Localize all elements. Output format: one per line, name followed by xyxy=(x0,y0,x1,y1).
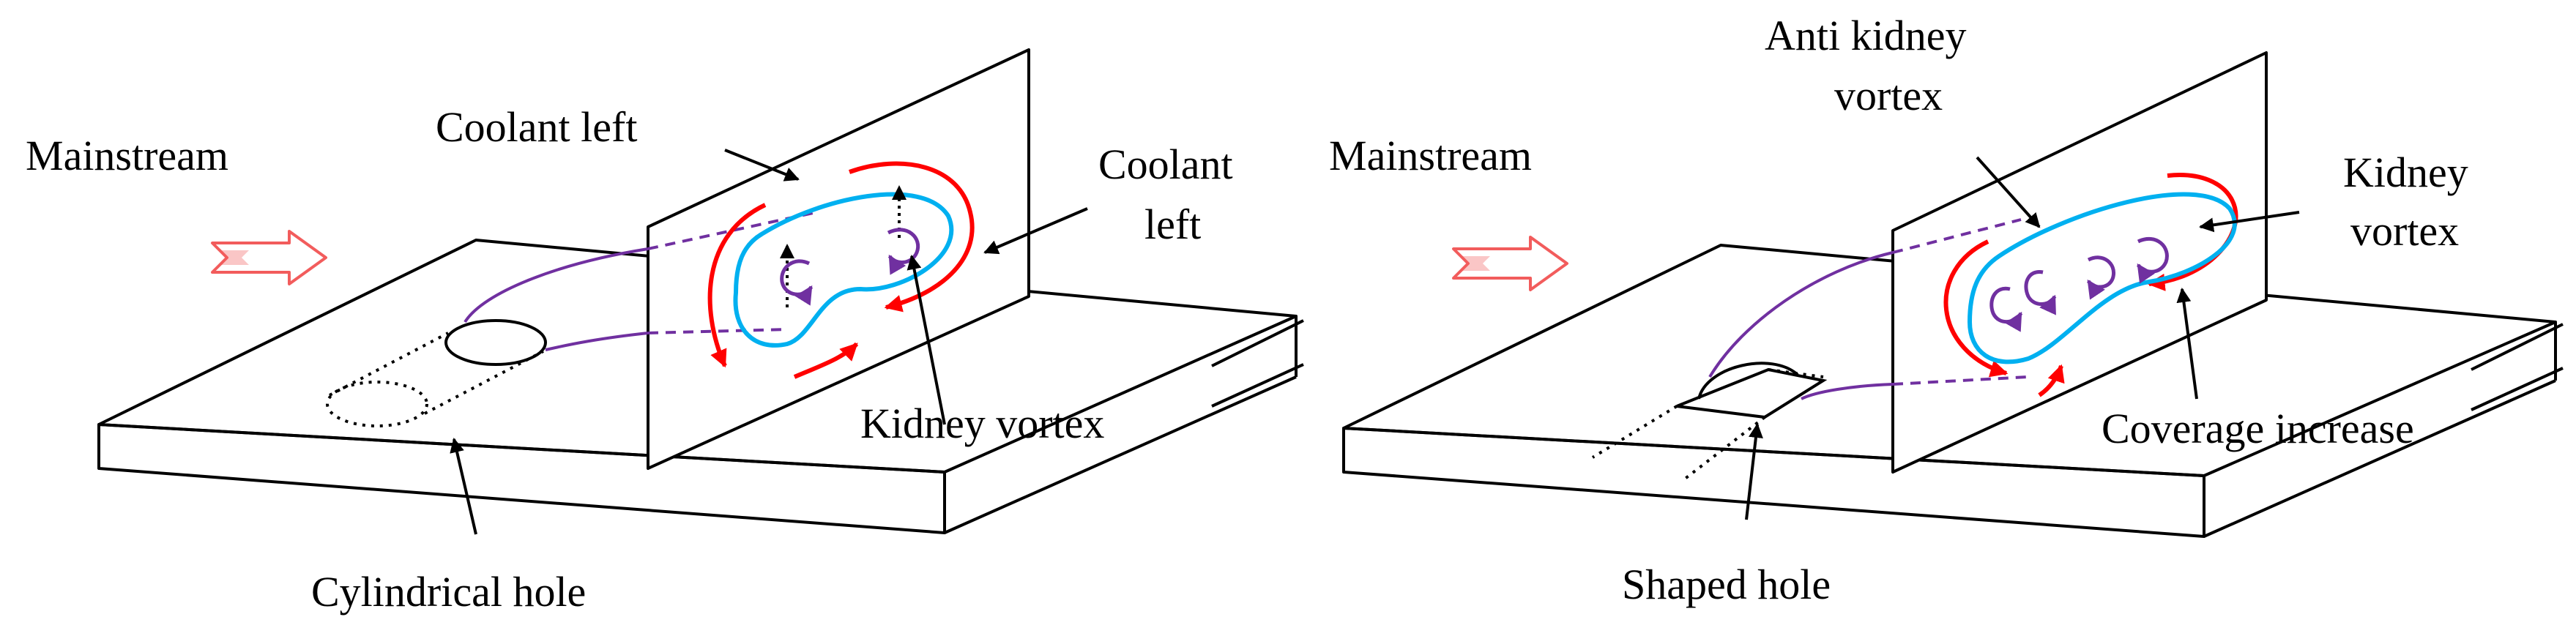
left-vortex-2-icon xyxy=(887,228,920,275)
left-kidney-vortex-label: Kidney vortex xyxy=(860,400,1104,447)
left-coolant-left-top-label: Coolant left xyxy=(436,103,637,151)
right-mainstream-arrow-icon xyxy=(1452,236,1568,291)
left-kidney-vortices xyxy=(780,228,920,306)
cylindrical-hole-shape xyxy=(326,332,544,427)
left-hole-label: Cylindrical hole xyxy=(311,568,586,616)
left-coolant-left-side-line1: Coolant xyxy=(1098,141,1233,188)
left-mainstream-arrow-icon xyxy=(211,230,327,285)
left-mainstream-label: Mainstream xyxy=(26,132,228,179)
right-vortices xyxy=(1989,236,2169,332)
right-pointer-arrows xyxy=(1745,156,2300,520)
right-red-arrow-left xyxy=(1943,239,2009,378)
left-red-flow xyxy=(707,161,975,379)
left-pointer-arrows xyxy=(450,149,1088,535)
left-red-arrow-top xyxy=(848,161,975,313)
right-hole-label: Shaped hole xyxy=(1622,561,1831,608)
left-panel: Mainstream Coolant left Coolant left Kid… xyxy=(26,48,1304,616)
shaped-hole-shape xyxy=(1591,362,1828,481)
left-plate-cut-lines xyxy=(1211,319,1304,408)
right-anti-kidney-vortex-2-icon xyxy=(2024,270,2057,315)
right-coverage-label: Coverage increase xyxy=(2102,405,2414,452)
right-coolant-boundary xyxy=(1967,192,2237,364)
left-coolant-left-side-line2: left xyxy=(1144,201,1201,248)
right-red-arrow-bottom xyxy=(2038,364,2065,397)
right-kidney-vortex-1-icon xyxy=(2086,255,2116,300)
right-anti-kidney-label-line1: Anti kidney xyxy=(1765,12,1966,59)
right-panel: Mainstream Anti kidney vortex Kidney vor… xyxy=(1329,12,2564,608)
cylindrical-hole-exit xyxy=(444,319,547,366)
right-anti-kidney-label-line2: vortex xyxy=(1834,72,1943,119)
left-vertical-plane xyxy=(647,48,1030,470)
right-mainstream-label: Mainstream xyxy=(1329,132,1532,179)
right-kidney-vortex-2-icon xyxy=(2136,236,2169,284)
right-kidney-label-line1: Kidney xyxy=(2343,149,2468,196)
left-red-arrow-left xyxy=(707,203,767,368)
left-vortex-1-icon xyxy=(780,259,814,306)
right-anti-kidney-vortex-1-icon xyxy=(1989,286,2023,332)
right-kidney-label-line2: vortex xyxy=(2350,207,2459,255)
left-red-arrow-bottom xyxy=(793,342,859,379)
right-trajectory-lines xyxy=(1708,218,2029,400)
right-plate-cut-lines xyxy=(2471,323,2564,411)
